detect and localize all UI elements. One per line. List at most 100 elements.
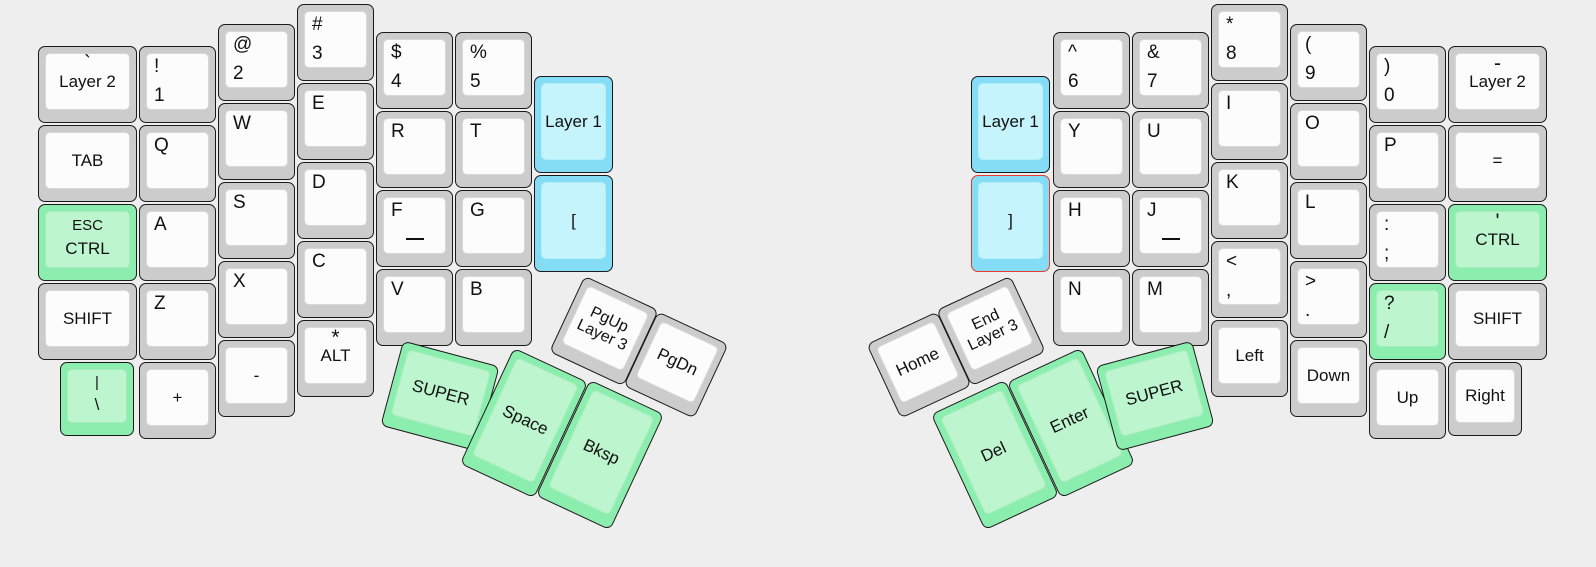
key-up[interactable]: Up: [1369, 362, 1446, 439]
key-x[interactable]: X: [218, 261, 295, 338]
keycap-surface: SUPER: [390, 349, 492, 438]
keycap-surface: P: [1376, 132, 1439, 189]
key-grave-layer2[interactable]: `Layer 2: [38, 46, 137, 123]
key-y[interactable]: Y: [1053, 111, 1130, 188]
keycap-surface: S: [225, 189, 288, 246]
keycap-surface: Layer 1: [978, 83, 1043, 160]
keycap-surface: K: [1218, 169, 1281, 226]
key-legend-top: V: [391, 279, 404, 300]
key-quote-ctrl[interactable]: 'CTRL: [1448, 204, 1547, 281]
key-legend-top: #: [312, 14, 323, 35]
key-k[interactable]: K: [1211, 162, 1288, 239]
key-layer1-left[interactable]: Layer 1: [534, 76, 613, 173]
keycap-surface: SUPER: [1103, 349, 1205, 438]
key-legend-top: W: [233, 113, 251, 134]
key-h[interactable]: H: [1053, 190, 1130, 267]
keycap-surface: SHIFT: [45, 290, 130, 347]
keycap-surface: N: [1060, 276, 1123, 333]
keycap-surface: Left: [1218, 327, 1281, 384]
key-minus[interactable]: -: [218, 340, 295, 417]
key-legend-top: |: [95, 374, 99, 392]
key-legend-main: 4: [391, 71, 402, 93]
key-d[interactable]: D: [297, 162, 374, 239]
key-7[interactable]: &7: [1132, 32, 1209, 109]
key-asterisk-alt[interactable]: *ALT: [297, 320, 374, 397]
key-o[interactable]: O: [1290, 103, 1367, 180]
key-a[interactable]: A: [139, 204, 216, 281]
key-legend-main: 1: [154, 85, 165, 107]
key-shift-right[interactable]: SHIFT: [1448, 283, 1547, 360]
key-l[interactable]: L: [1290, 182, 1367, 259]
key-5[interactable]: %5: [455, 32, 532, 109]
key-period[interactable]: >.: [1290, 261, 1367, 338]
keycap-surface: @2: [225, 31, 288, 88]
key-legend-main: ;: [1384, 243, 1390, 265]
key-r[interactable]: R: [376, 111, 453, 188]
key-plus[interactable]: +: [139, 362, 216, 439]
key-left[interactable]: Left: [1211, 320, 1288, 397]
keycap-surface: G: [462, 197, 525, 254]
key-legend-top: Y: [1068, 121, 1081, 142]
key-w[interactable]: W: [218, 103, 295, 180]
keycap-surface: >.: [1297, 268, 1360, 325]
key-legend-main: Layer 2: [1469, 71, 1526, 91]
key-g[interactable]: G: [455, 190, 532, 267]
key-bracket-right[interactable]: ]: [971, 175, 1050, 272]
key-semicolon[interactable]: :;: [1369, 204, 1446, 281]
key-2[interactable]: @2: [218, 24, 295, 101]
key-q[interactable]: Q: [139, 125, 216, 202]
key-legend-top: U: [1147, 121, 1161, 142]
keycap-surface: )0: [1376, 53, 1439, 110]
key-tab[interactable]: TAB: [38, 125, 137, 202]
key-minus-layer2[interactable]: -Layer 2: [1448, 46, 1547, 123]
key-0[interactable]: )0: [1369, 46, 1446, 123]
key-1[interactable]: !1: [139, 46, 216, 123]
key-3[interactable]: #3: [297, 4, 374, 81]
key-t[interactable]: T: [455, 111, 532, 188]
key-bracket-left[interactable]: [: [534, 175, 613, 272]
keycap-surface: C: [304, 248, 367, 305]
keycap-surface: M: [1139, 276, 1202, 333]
key-pipe-backslash[interactable]: |\: [60, 362, 134, 436]
key-j[interactable]: J: [1132, 190, 1209, 267]
key-9[interactable]: (9: [1290, 24, 1367, 101]
key-comma[interactable]: <,: [1211, 241, 1288, 318]
keycap-surface: *ALT: [304, 326, 367, 384]
keycap-surface: &7: [1139, 39, 1202, 96]
key-c[interactable]: C: [297, 241, 374, 318]
keycap-surface: Layer 1: [541, 83, 606, 160]
key-n[interactable]: N: [1053, 269, 1130, 346]
key-z[interactable]: Z: [139, 283, 216, 360]
key-m[interactable]: M: [1132, 269, 1209, 346]
key-equal[interactable]: =: [1448, 125, 1547, 202]
keycap-surface: 'CTRL: [1455, 210, 1540, 268]
key-legend-top: !: [154, 56, 160, 77]
key-f[interactable]: F: [376, 190, 453, 267]
key-right[interactable]: Right: [1448, 362, 1522, 436]
key-v[interactable]: V: [376, 269, 453, 346]
keycap-surface: PgDn: [635, 320, 720, 404]
key-6[interactable]: ^6: [1053, 32, 1130, 109]
key-s[interactable]: S: [218, 182, 295, 259]
key-8[interactable]: *8: [1211, 4, 1288, 81]
keycap-surface: U: [1139, 118, 1202, 175]
key-layer1-right[interactable]: Layer 1: [971, 76, 1050, 173]
keycap-surface: H: [1060, 197, 1123, 254]
key-legend-main: 7: [1147, 71, 1158, 93]
key-slash[interactable]: ?/: [1369, 283, 1446, 360]
keycap-surface: ?/: [1376, 290, 1439, 347]
key-e[interactable]: E: [297, 83, 374, 160]
key-down[interactable]: Down: [1290, 340, 1367, 417]
key-legend-top: N: [1068, 279, 1082, 300]
key-shift-left[interactable]: SHIFT: [38, 283, 137, 360]
key-4[interactable]: $4: [376, 32, 453, 109]
key-i[interactable]: I: [1211, 83, 1288, 160]
key-legend-main: 0: [1384, 85, 1395, 107]
key-b[interactable]: B: [455, 269, 532, 346]
key-super-right[interactable]: SUPER: [1095, 340, 1215, 452]
key-u[interactable]: U: [1132, 111, 1209, 188]
keycap-surface: V: [383, 276, 446, 333]
key-p[interactable]: P: [1369, 125, 1446, 202]
